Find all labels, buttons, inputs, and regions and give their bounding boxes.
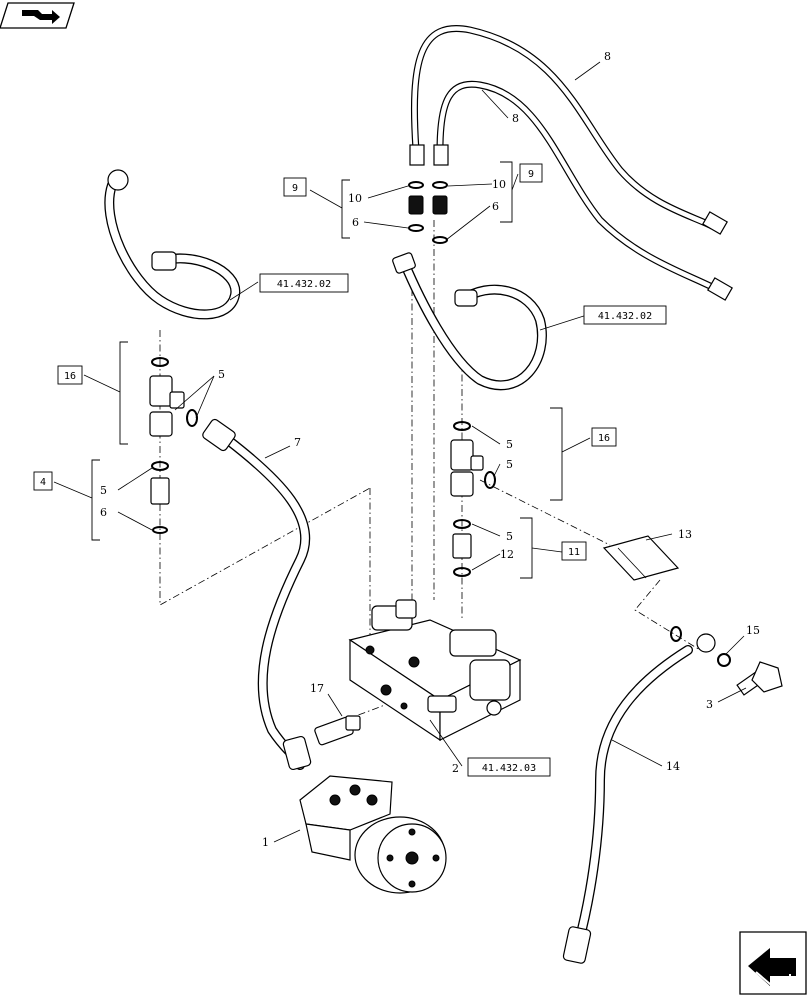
upper-right-loop-hose <box>392 252 547 391</box>
callout-8-b: 8 <box>512 112 519 125</box>
callout-4-text: 4 <box>40 477 46 488</box>
upper-left-loop-hose <box>104 169 241 320</box>
fittings-10-6 <box>408 181 448 244</box>
callout-box-16-left[interactable]: 16 <box>57 365 83 385</box>
control-valve-2 <box>348 599 522 742</box>
callout-numbers: 8 8 10 6 10 6 5 5 6 7 5 5 5 12 13 15 3 1… <box>100 50 760 849</box>
callout-5-right-b: 5 <box>506 458 513 471</box>
callout-9-left-text: 9 <box>292 183 298 194</box>
callout-box-11[interactable]: 11 <box>561 541 587 561</box>
callout-6-left: 6 <box>100 506 107 519</box>
callout-15: 15 <box>746 624 760 637</box>
ref-upper-left-text: 41.432.02 <box>277 279 331 290</box>
book-arrow-icon[interactable] <box>0 2 75 29</box>
callout-box-9-right[interactable]: 9 <box>519 163 543 183</box>
callout-5-right-c: 5 <box>506 530 513 543</box>
callout-12: 12 <box>500 548 514 561</box>
steering-unit-1 <box>299 775 447 894</box>
hose-14 <box>562 633 716 964</box>
callout-17: 17 <box>310 682 324 695</box>
callout-5-right-a: 5 <box>506 438 513 451</box>
callout-6-top-left: 6 <box>352 216 359 229</box>
callout-11-text: 11 <box>568 547 580 558</box>
callout-16-right-text: 16 <box>598 433 610 444</box>
ref-valve-text: 41.432.03 <box>482 763 536 774</box>
brackets <box>53 161 591 579</box>
callout-box-4[interactable]: 4 <box>33 471 53 491</box>
callout-1: 1 <box>262 836 269 849</box>
callout-10-left: 10 <box>348 192 362 205</box>
callout-8-a: 8 <box>604 50 611 63</box>
callout-14: 14 <box>666 760 680 773</box>
callout-13: 13 <box>678 528 692 541</box>
callout-box-16-right[interactable]: 16 <box>591 427 617 447</box>
ref-upper-right-text: 41.432.02 <box>598 311 652 322</box>
callout-9-right-text: 9 <box>528 169 534 180</box>
callout-2: 2 <box>452 762 459 775</box>
callout-6-top-right: 6 <box>492 200 499 213</box>
callout-5-left-bottom: 5 <box>100 484 107 497</box>
callout-3: 3 <box>706 698 713 711</box>
ref-box-valve[interactable]: 41.432.03 <box>467 757 551 777</box>
callout-10-right: 10 <box>492 178 506 191</box>
hose-8-pair <box>409 25 733 301</box>
right-tee-fitting <box>450 421 496 577</box>
ref-box-upper-right[interactable]: 41.432.02 <box>583 305 667 325</box>
callout-5-left-top: 5 <box>218 368 225 381</box>
ref-box-upper-left[interactable]: 41.432.02 <box>259 273 349 293</box>
next-page-arrow-icon[interactable] <box>739 931 807 995</box>
sensor-17 <box>314 715 361 746</box>
coupler-13 <box>602 535 680 581</box>
bolt-3-washer-15 <box>670 626 783 696</box>
left-tee-fitting <box>149 357 198 534</box>
callout-7: 7 <box>294 436 301 449</box>
hose-7 <box>202 418 312 771</box>
callout-box-9-left[interactable]: 9 <box>283 177 307 197</box>
leader-lines <box>117 61 747 843</box>
callout-16-left-text: 16 <box>64 371 76 382</box>
